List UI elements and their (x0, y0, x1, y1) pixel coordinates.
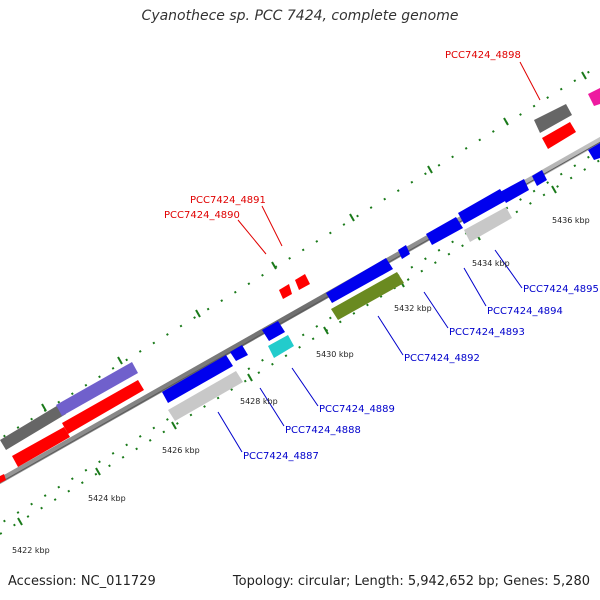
feature-purple (56, 362, 138, 416)
feature-blue-4889 (262, 321, 285, 341)
feature-pink (588, 88, 600, 106)
genome-stats-text: Topology: circular; Length: 5,942,652 bp… (232, 574, 590, 589)
scale-dots-inner (0, 159, 600, 535)
feature-blue-small-4895 (532, 170, 547, 186)
scale-dots-mid (0, 149, 600, 525)
feature-gray-left (0, 404, 66, 450)
gene-label: PCC7424_4888 (285, 425, 361, 436)
scale-major-ticks (17, 71, 587, 526)
gene-label: PCC7424_4890 (164, 210, 240, 221)
feature-red-4898 (542, 122, 576, 149)
gene-label: PCC7424_4892 (404, 353, 480, 364)
gene-labels-top: PCC7424_4898 PCC7424_4891 PCC7424_4890 (164, 50, 521, 221)
feature-lightgray-4888 (168, 371, 243, 421)
map-title: Cyanothece sp. PCC 7424, complete genome (141, 8, 459, 24)
scale-labels: 5422 kbp 5424 kbp 5426 kbp 5428 kbp 5430… (12, 216, 590, 555)
scale-label: 5424 kbp (88, 494, 126, 503)
feature-red-4890 (279, 284, 292, 299)
feature-red-edge (0, 474, 6, 483)
feature-blue-4893 (426, 217, 463, 245)
gene-label: PCC7424_4893 (449, 327, 525, 338)
feature-blue-small-4893 (398, 245, 410, 259)
gene-label: PCC7424_4894 (487, 306, 563, 317)
gene-label: PCC7424_4887 (243, 451, 319, 462)
feature-blue-4894 (458, 189, 507, 224)
accession-text: Accession: NC_011729 (8, 574, 156, 589)
gene-label: PCC7424_4898 (445, 50, 521, 61)
scale-label: 5422 kbp (12, 546, 50, 555)
scale-label: 5432 kbp (394, 304, 432, 313)
gene-labels-bottom: PCC7424_4895 PCC7424_4894 PCC7424_4893 P… (243, 284, 599, 462)
scale-label: 5436 kbp (552, 216, 590, 225)
feature-lightgray-4894 (464, 207, 512, 242)
features-bottom-strand (162, 143, 600, 421)
feature-cyan-4889 (268, 335, 294, 358)
feature-blue-4887 (162, 355, 233, 403)
scale-label: 5434 kbp (472, 259, 510, 268)
feature-red-4891 (295, 274, 310, 290)
leader-lines-bottom (217, 249, 523, 453)
scale-label: 5430 kbp (316, 350, 354, 359)
gene-label: PCC7424_4891 (190, 195, 266, 206)
scale-label: 5428 kbp (240, 397, 278, 406)
feature-blue-edge (588, 143, 600, 160)
scale-label: 5426 kbp (162, 446, 200, 455)
feature-red-left-a (12, 427, 70, 467)
feature-blue-small-4888 (230, 345, 248, 361)
feature-red-left-b (62, 380, 144, 434)
feature-green-4892 (331, 272, 404, 320)
feature-blue-4892 (326, 258, 393, 303)
gene-label: PCC7424_4895 (523, 284, 599, 295)
leader-lines-top (237, 61, 541, 255)
gene-label: PCC7424_4889 (319, 404, 395, 415)
feature-gray-4898 (534, 104, 572, 133)
feature-blue-4895 (500, 179, 529, 203)
features-top-strand (0, 88, 600, 483)
